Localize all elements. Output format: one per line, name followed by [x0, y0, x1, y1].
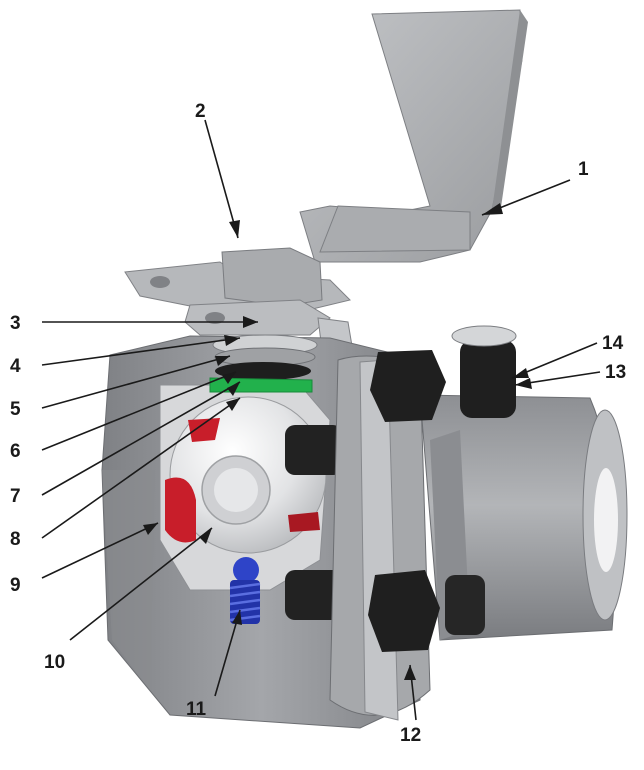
part-label-11: 11	[186, 699, 207, 720]
lever-handle	[299, 9, 528, 263]
part-label-6: 6	[10, 441, 21, 462]
part-label-1: 1	[578, 159, 589, 180]
bolt-washer-14	[451, 325, 517, 347]
leader-arrowheads	[143, 203, 532, 680]
part-label-14: 14	[602, 333, 624, 354]
part-label-5: 5	[10, 399, 21, 420]
part-label-3: 3	[10, 313, 21, 334]
part-label-10: 10	[44, 652, 65, 673]
stem-o-ring	[215, 362, 311, 380]
flange-bolt-13	[460, 340, 516, 418]
part-label-13: 13	[605, 362, 626, 383]
part-label-2: 2	[195, 101, 206, 122]
part-label-9: 9	[10, 575, 21, 596]
body-bolts	[285, 425, 343, 620]
ball-seats	[165, 418, 320, 543]
part-label-4: 4	[10, 356, 21, 377]
flange-bolts	[368, 325, 517, 652]
blue-spring	[229, 557, 261, 624]
part-label-7: 7	[10, 486, 21, 507]
part-labels: 1 2 3 4 5 6 7 8 9 10 11 12 13 14	[10, 101, 626, 746]
part-label-8: 8	[10, 529, 21, 550]
stem-packing	[212, 334, 318, 380]
part-label-12: 12	[400, 725, 421, 746]
